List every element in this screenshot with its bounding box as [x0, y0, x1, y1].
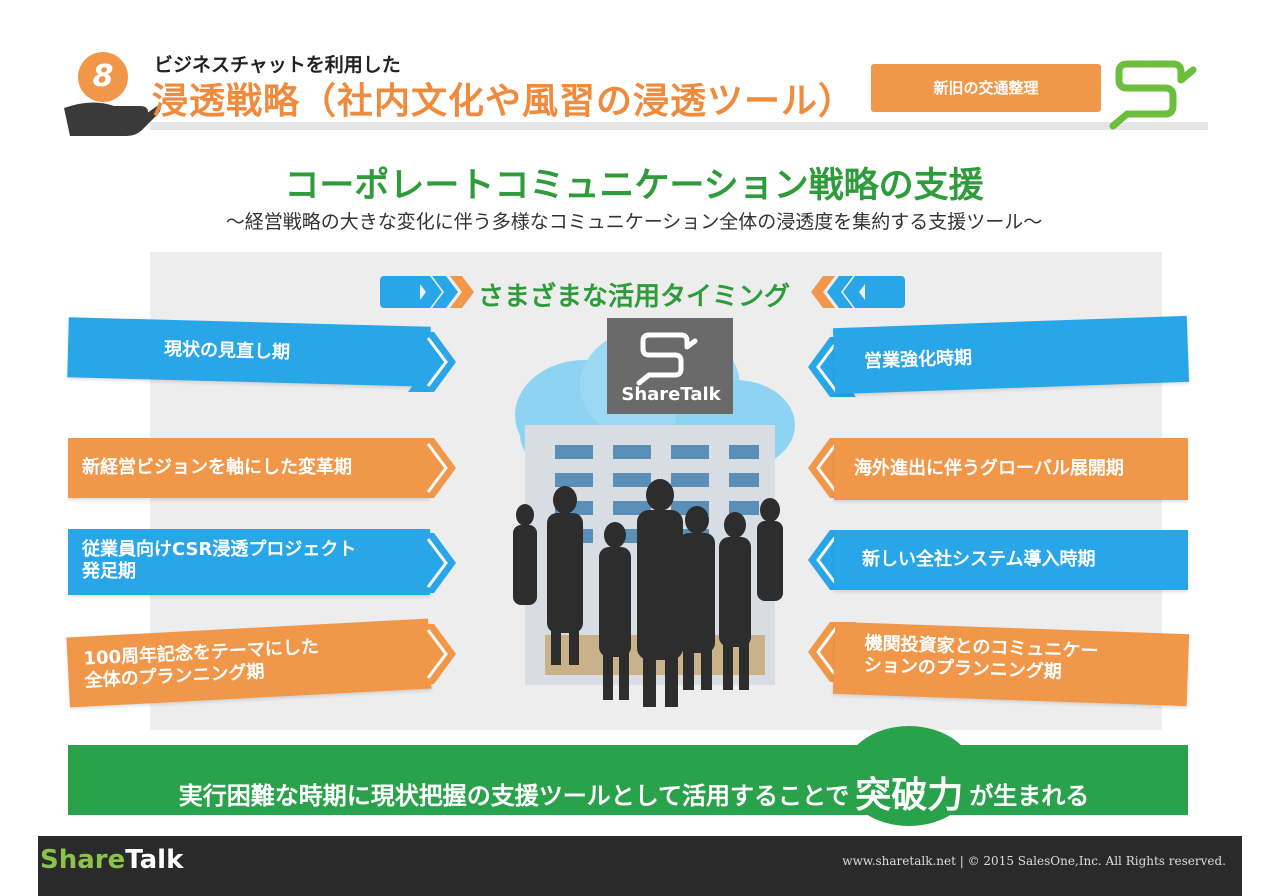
left-item-2: 新経営ビジョンを軸にした変革期 — [68, 438, 430, 498]
header-divider — [150, 122, 1208, 130]
timing-header-arrows — [380, 276, 905, 308]
chevron-right-icon — [408, 438, 456, 498]
conclusion-before: 実行困難な時期に現状把握の支援ツールとして活用することで — [178, 782, 850, 810]
right-item-2: 海外進出に伴うグローバル展開期 — [834, 438, 1188, 500]
conclusion-banner — [68, 745, 1188, 815]
left-item-4-label: 100周年記念をテーマにした 全体のプランニング期 — [83, 636, 320, 692]
right-item-3: 新しい全社システム導入時期 — [834, 530, 1188, 590]
conclusion-text: 実行困難な時期に現状把握の支援ツールとして活用することで突破力が生まれる — [0, 766, 1268, 818]
copyright-text: www.sharetalk.net | © 2015 SalesOne,Inc.… — [842, 854, 1226, 868]
brand-talk: Talk — [125, 845, 184, 875]
left-item-2-label: 新経営ビジョンを軸にした変革期 — [82, 457, 352, 478]
right-item-4: 機関投資家とのコミュニケー ションのプランニング期 — [832, 621, 1190, 707]
sharetalk-logo-icon — [1109, 60, 1197, 130]
right-item-4-label: 機関投資家とのコミュニケー ションのプランニング期 — [863, 632, 1099, 683]
left-item-3: 従業員向けCSR浸透プロジェクト 発足期 — [68, 529, 430, 595]
section-number-badge: 8 — [78, 52, 128, 102]
brand-share: Share — [40, 845, 126, 875]
right-item-1-label: 営業強化時期 — [863, 347, 973, 373]
timing-label: さまざまな活用タイミング — [477, 282, 790, 312]
cloud-building-illustration — [513, 318, 795, 707]
category-tag: 新旧の交通整理 — [871, 64, 1101, 112]
chevron-right-icon — [408, 533, 456, 593]
chevron-right-icon — [408, 332, 456, 392]
sharetalk-logo-label: ShareTalk — [621, 384, 721, 405]
main-subheading: 〜経営戦略の大きな変化に伴う多様なコミュニケーション全体の浸透度を集約する支援ツ… — [225, 211, 1043, 233]
right-item-1: 営業強化時期 — [832, 315, 1190, 395]
page-title: 浸透戦略（社内文化や風習の浸透ツール） — [152, 81, 856, 122]
right-item-2-label: 海外進出に伴うグローバル展開期 — [854, 458, 1124, 479]
left-item-1: 現状の見直し期 — [67, 317, 431, 387]
footer-bar — [38, 836, 1242, 896]
left-item-1-label: 現状の見直し期 — [163, 338, 291, 364]
chevron-right-icon — [408, 624, 456, 684]
main-heading: コーポレートコミュニケーション戦略の支援 — [284, 166, 984, 206]
conclusion-emphasis-bubble — [843, 726, 975, 826]
left-item-3-label: 従業員向けCSR浸透プロジェクト 発足期 — [82, 539, 357, 582]
right-item-3-label: 新しい全社システム導入時期 — [862, 549, 1096, 570]
conclusion-emphasis: 突破力 — [855, 775, 964, 816]
brand-logo: ShareTalk — [40, 845, 183, 875]
header-subtitle: ビジネスチャットを利用した — [154, 54, 401, 76]
conclusion-after: が生まれる — [969, 782, 1090, 810]
hand-icon — [64, 102, 161, 136]
